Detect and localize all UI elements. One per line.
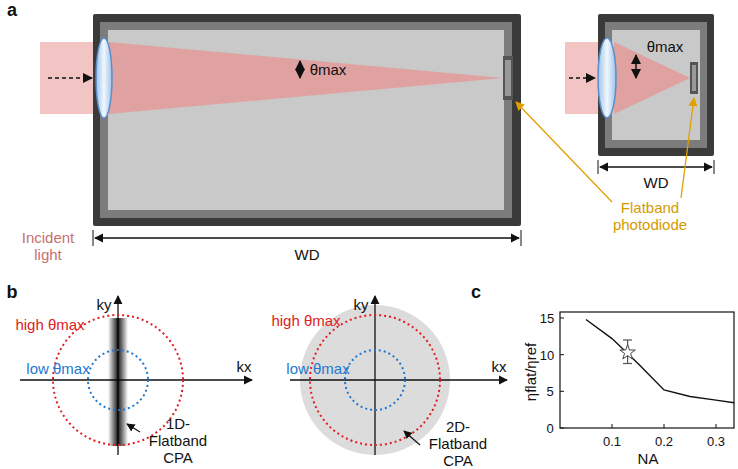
angle-label: θmax — [647, 38, 684, 55]
tick-label: 10 — [540, 347, 554, 364]
tick-label: 15 — [540, 310, 554, 327]
axis-label: kx — [237, 358, 252, 375]
short-housing — [516, 14, 714, 202]
light-label: Incident light — [13, 229, 83, 263]
long-housing — [40, 14, 521, 246]
tick-label: 0.3 — [707, 433, 725, 450]
detector-label: Flatband photodiode — [600, 199, 700, 233]
circle-label: low θmax — [26, 360, 89, 377]
circle-label: high θmax — [271, 312, 340, 329]
tick-label: 0.2 — [655, 433, 673, 450]
axis-label: ky — [354, 296, 369, 313]
tick-label: 5 — [546, 383, 553, 400]
tick-label: 0 — [546, 420, 553, 437]
dimension-label: WD — [295, 246, 320, 263]
efficiency-chart — [560, 312, 734, 428]
dimension-label: WD — [644, 174, 669, 191]
band-label: 1D-Flatband CPA — [137, 415, 219, 466]
circle-label: high θmax — [15, 316, 84, 333]
panel-letter: b — [7, 284, 18, 301]
band-label: 2D-Flatband CPA — [418, 417, 498, 468]
tick-label: 0.1 — [603, 433, 621, 450]
angle-label: θmax — [310, 61, 347, 78]
axis-title: ηflat/ηref — [522, 343, 539, 401]
circle-label: low θmax — [286, 360, 349, 377]
panel-letter: c — [471, 284, 481, 301]
axis-label: kx — [492, 358, 507, 375]
axis-label: ky — [97, 296, 112, 313]
axis-title: NA — [638, 450, 659, 467]
panel-letter: a — [7, 2, 17, 19]
